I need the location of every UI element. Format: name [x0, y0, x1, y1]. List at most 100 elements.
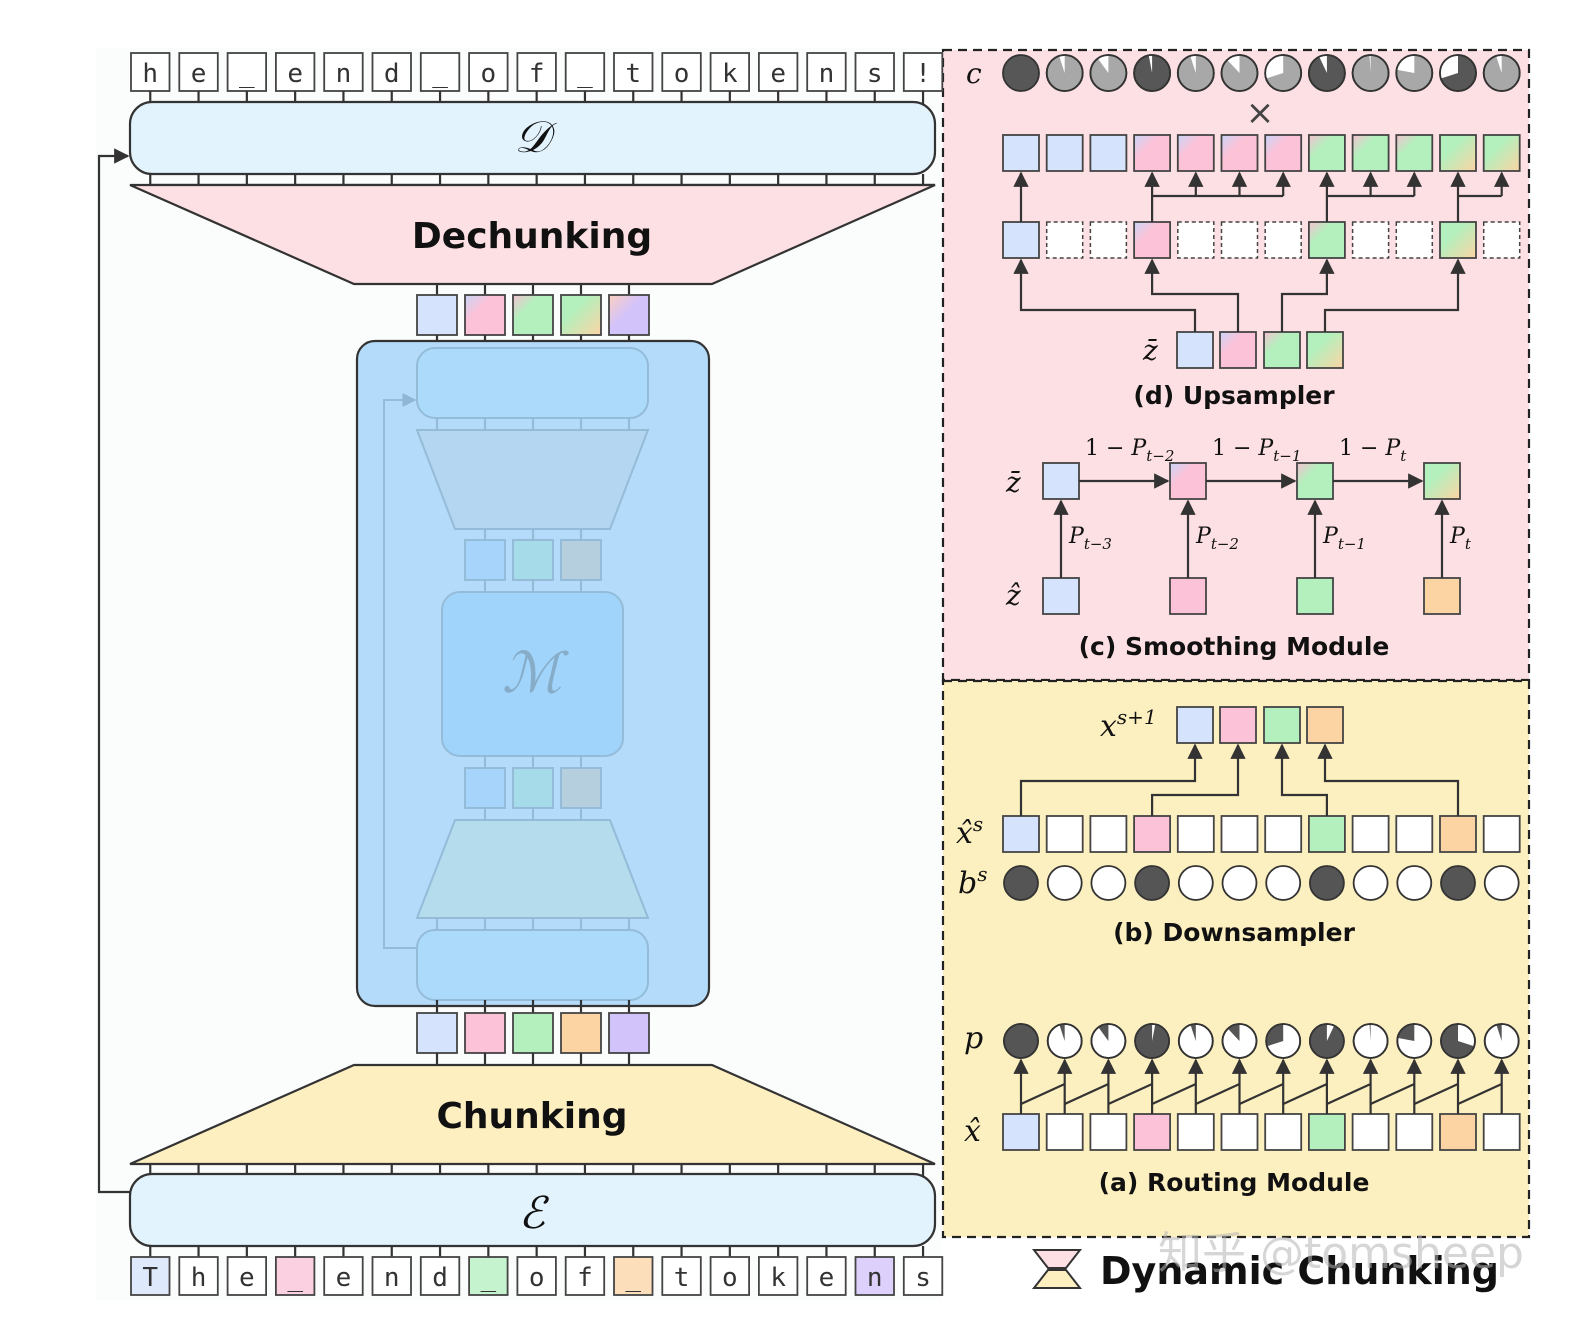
output-token: n [323, 52, 364, 92]
xhat-s-vector [1176, 815, 1215, 853]
output-token: o [468, 52, 509, 92]
pie-outline [1482, 54, 1521, 92]
boundary-probability-pie [1265, 1023, 1302, 1059]
pie-wedge [1148, 55, 1153, 73]
output-token-box [468, 52, 509, 92]
xhat-s-vector [1351, 815, 1390, 853]
zbar-route-arrow [1013, 258, 1197, 332]
input-token: t [661, 1256, 702, 1296]
pie-outline [1089, 54, 1128, 92]
output-token: f [516, 52, 557, 92]
empty-slot [1089, 221, 1128, 259]
pie-wedge [1098, 1024, 1109, 1041]
output-token: k [709, 52, 750, 92]
output-token-char: f [529, 59, 545, 89]
pie-full [1003, 1023, 1039, 1059]
boundary-indicator [1221, 865, 1258, 901]
pie-outline [1352, 1023, 1389, 1059]
output-token-char: t [625, 59, 641, 89]
xhat-s-vector [1264, 815, 1303, 853]
pie-wedge [1265, 55, 1284, 79]
xs1-base: x [1100, 709, 1117, 744]
input-token-box [323, 1256, 364, 1296]
input-token-box [709, 1256, 750, 1296]
boundary-indicator [1046, 865, 1083, 901]
top-weight-label: 1 − Pt−2 [1085, 436, 1174, 465]
repeated-vector [1133, 221, 1171, 259]
downsampled-vector [1306, 706, 1344, 744]
pie-wedge [1309, 1024, 1344, 1059]
upper-chunk-vector [416, 294, 458, 336]
xhat-s-vector [1002, 815, 1040, 853]
xhat-vector [1002, 1113, 1040, 1151]
zbar-label-upsampler: z̄ [1142, 334, 1158, 367]
upsampled-vector [1308, 134, 1346, 172]
boundary-probability-pie [1046, 1023, 1083, 1059]
confidence-pie [1395, 54, 1434, 92]
dechunking-label: Dechunking [412, 216, 652, 257]
output-token-box [226, 52, 268, 92]
pie-outline [1351, 54, 1390, 92]
b-s-label: bs [958, 862, 987, 901]
pie-outline [1133, 54, 1171, 92]
pie-outline [1176, 54, 1215, 92]
upper-chunk-vector [464, 294, 506, 336]
downsampled-vector [1219, 706, 1257, 744]
pie-outline [1483, 1023, 1520, 1059]
zbar-label-smoothing: z̄ [1005, 466, 1021, 499]
c-label: c [966, 57, 982, 90]
downsampled-vector [1263, 706, 1301, 744]
xs1-label: xs+1 [1100, 705, 1157, 744]
xhat-vector [1045, 1113, 1084, 1151]
pie-wedge [1496, 1024, 1502, 1041]
inner-chunking-block [415, 819, 650, 919]
boundary-indicator [1396, 865, 1433, 901]
output-token: s [854, 52, 895, 92]
top-weight-label: 1 − Pt−1 [1212, 436, 1301, 465]
downsample-arrow [1151, 743, 1246, 816]
xhat-label-routing: x̂ [964, 1114, 981, 1149]
input-token-box [178, 1256, 219, 1296]
pie-outline [1308, 54, 1346, 92]
inner-decoder-block [416, 347, 649, 419]
routing-diagonal [1151, 1082, 1197, 1106]
boundary-probability-pie [1134, 1023, 1170, 1059]
xhat-s-label: x̂s [956, 812, 983, 851]
routing-diagonal [1064, 1082, 1109, 1106]
boundary-probability-pie [1440, 1023, 1476, 1059]
output-token-box [516, 52, 557, 92]
routing-diagonal [1413, 1082, 1459, 1106]
input-token-box [758, 1256, 799, 1296]
upsampled-vector [1045, 134, 1084, 172]
pie-base [1002, 54, 1040, 92]
xhat-s-sup: s [973, 812, 983, 836]
confidence-pie [1351, 54, 1390, 92]
output-token: n [806, 52, 847, 92]
pie-wedge [1266, 1024, 1284, 1047]
lower-chunk-vector [512, 1012, 554, 1054]
pie-outline [1177, 1023, 1214, 1059]
zbar-route-arrow [1323, 258, 1466, 332]
output-token: e [178, 52, 219, 92]
pie-outline [1265, 1023, 1302, 1059]
input-token: T [130, 1256, 171, 1296]
xhat-vector [1176, 1113, 1215, 1151]
zhat-label-smoothing: ẑ [1005, 579, 1021, 612]
inner-lower-chunk-vector [560, 767, 602, 809]
upsampled-vector [1133, 134, 1171, 172]
input-token: o [709, 1256, 750, 1296]
output-token: d [371, 52, 412, 92]
zhat-vector [1423, 577, 1461, 615]
main-network-symbol: ℳ [502, 641, 569, 706]
inner-residual-arrow [383, 393, 417, 949]
xhat-s-vector [1395, 815, 1434, 853]
output-token-box [806, 52, 847, 92]
xhat-vector [1395, 1113, 1434, 1151]
input-token: n [371, 1256, 412, 1296]
xhat-vector [1308, 1113, 1346, 1151]
input-token: k [758, 1256, 799, 1296]
lower-chunk-vector [560, 1012, 602, 1054]
p-label: p [964, 1021, 983, 1056]
confidence-pie [1264, 54, 1303, 92]
downsampled-vector [1176, 706, 1214, 744]
